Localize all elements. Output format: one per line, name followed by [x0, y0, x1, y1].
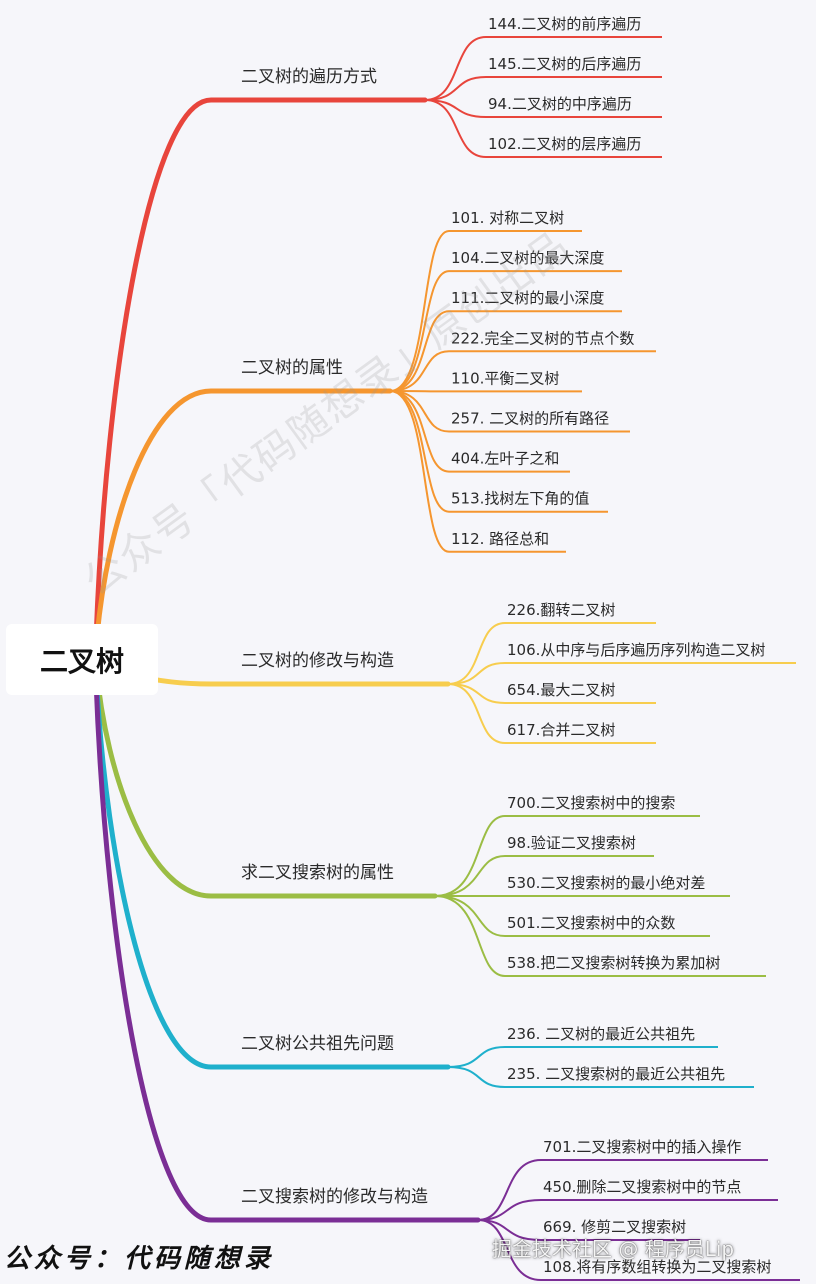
branch-connector-properties: [93, 388, 393, 651]
leaf-connector: [389, 310, 622, 392]
leaf-label[interactable]: 98.验证二叉搜索树: [507, 834, 636, 852]
leaf-connector: [389, 350, 656, 392]
branch-bst_modify: 二叉搜索树的修改与构造 701.二叉搜索树中的插入操作 450.删除二叉搜索树中的节…: [93, 677, 800, 1281]
leaf-label[interactable]: 450.删除二叉搜索树中的节点: [543, 1178, 741, 1196]
leaf-connector: [424, 99, 662, 158]
leaf-label[interactable]: 222.完全二叉树的节点个数: [451, 329, 634, 347]
leaf-connector: [447, 1046, 718, 1068]
branch-properties: 二叉树的属性 101. 对称二叉树 104.二叉树的最大深度 111.二叉树的最小深度…: [93, 209, 656, 651]
leaf-connector: [424, 99, 662, 118]
leaf-connector: [434, 855, 654, 897]
leaf-connector: [434, 815, 700, 897]
leaf-connector: [447, 1066, 754, 1088]
leaf-label[interactable]: 404.左叶子之和: [451, 450, 559, 468]
leaf-label[interactable]: 145.二叉树的后序遍历: [488, 55, 641, 73]
branch-connector-traversal: [93, 97, 428, 643]
leaf-label[interactable]: 110.平衡二叉树: [451, 369, 559, 387]
branch-label-modify_build[interactable]: 二叉树的修改与构造: [241, 651, 394, 671]
leaf-connector: [477, 1219, 700, 1241]
branch-lca: 二叉树公共祖先问题 236. 二叉树的最近公共祖先 235. 二叉搜索树的最近公共祖…: [93, 669, 754, 1088]
leaf-connector: [434, 895, 710, 937]
leaf-label[interactable]: 538.把二叉搜索树转换为累加树: [507, 954, 720, 972]
leaf-connector: [447, 662, 796, 685]
branch-label-properties[interactable]: 二叉树的属性: [241, 358, 343, 378]
leaf-connector: [434, 895, 766, 977]
leaf-connector: [447, 683, 656, 704]
branch-traversal: 二叉树的遍历方式 144.二叉树的前序遍历 145.二叉树的后序遍历 94.二叉树的中…: [93, 15, 662, 643]
leaf-connector: [447, 622, 656, 685]
leaf-label[interactable]: 112. 路径总和: [451, 530, 549, 548]
branch-connector-lca: [93, 669, 451, 1070]
leaf-connector: [477, 1219, 800, 1281]
leaf-connector: [389, 390, 630, 433]
leaf-label[interactable]: 235. 二叉搜索树的最近公共祖先: [507, 1065, 725, 1083]
leaf-label[interactable]: 226.翻转二叉树: [507, 601, 615, 619]
leaf-label[interactable]: 617.合并二叉树: [507, 721, 615, 739]
branch-label-bst_properties[interactable]: 求二叉搜索树的属性: [241, 863, 394, 883]
leaf-label[interactable]: 108.将有序数组转换为二叉搜索树: [543, 1258, 771, 1276]
branch-bst_properties: 求二叉搜索树的属性 700.二叉搜索树中的搜索 98.验证二叉搜索树 530.二叉搜索…: [93, 661, 766, 977]
leaf-label[interactable]: 94.二叉树的中序遍历: [488, 95, 632, 113]
leaf-connector: [389, 270, 622, 392]
leaf-label[interactable]: 106.从中序与后序遍历序列构造二叉树: [507, 641, 765, 659]
leaf-label[interactable]: 111.二叉树的最小深度: [451, 289, 604, 307]
leaf-label[interactable]: 701.二叉搜索树中的插入操作: [543, 1138, 741, 1156]
leaf-connector: [424, 76, 662, 101]
leaf-connector: [447, 683, 656, 744]
leaf-label[interactable]: 669. 修剪二叉搜索树: [543, 1218, 686, 1236]
leaf-label[interactable]: 530.二叉搜索树的最小绝对差: [507, 874, 705, 892]
branch-label-bst_modify[interactable]: 二叉搜索树的修改与构造: [241, 1187, 428, 1207]
leaf-label[interactable]: 654.最大二叉树: [507, 681, 615, 699]
branch-label-lca[interactable]: 二叉树公共祖先问题: [241, 1034, 394, 1054]
leaf-label[interactable]: 700.二叉搜索树中的搜索: [507, 794, 675, 812]
leaf-connector: [389, 390, 566, 553]
leaf-connector: [424, 36, 662, 101]
branch-label-traversal[interactable]: 二叉树的遍历方式: [241, 67, 377, 87]
leaf-connector: [389, 390, 570, 473]
root-node[interactable]: 二叉树: [6, 624, 158, 695]
footer-account-name: 公众号：代码随想录: [4, 1244, 275, 1274]
leaf-connector: [389, 230, 582, 392]
leaf-label[interactable]: 236. 二叉树的最近公共祖先: [507, 1025, 695, 1043]
leaf-label[interactable]: 501.二叉搜索树中的众数: [507, 914, 675, 932]
branch-connector-bst_properties: [93, 661, 438, 899]
branch-connector-bst_modify: [93, 677, 481, 1223]
leaf-label[interactable]: 102.二叉树的层序遍历: [488, 135, 641, 153]
branch-modify_build: 二叉树的修改与构造 226.翻转二叉树 106.从中序与后序遍历序列构造二叉树 654…: [93, 601, 796, 744]
leaf-label[interactable]: 144.二叉树的前序遍历: [488, 15, 641, 33]
leaf-label[interactable]: 513.找树左下角的值: [451, 490, 589, 508]
leaf-label[interactable]: 257. 二叉树的所有路径: [451, 410, 609, 428]
leaf-label[interactable]: 101. 对称二叉树: [451, 209, 564, 227]
leaf-connector: [477, 1199, 778, 1221]
leaf-label[interactable]: 104.二叉树的最大深度: [451, 249, 604, 267]
leaf-connector: [477, 1159, 768, 1221]
footer-community-credit: 掘金技术社区 @ 程序员Lip: [492, 1237, 735, 1261]
leaf-connector: [389, 390, 608, 513]
